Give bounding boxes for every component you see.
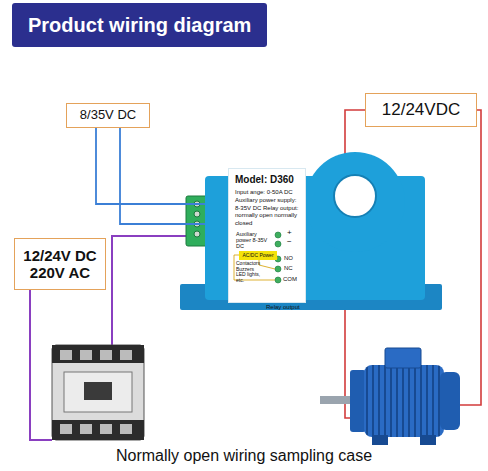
terminal-label: COM [283,276,297,283]
node-text: Model: D360 [235,174,303,185]
illustration-part [52,345,144,440]
illustration-part [259,260,275,269]
illustration-part [385,348,421,368]
terminal-dot [275,266,281,272]
illustration-part [52,420,144,440]
caption: Normally open wiring sampling case [0,447,488,465]
terminal-dot [275,232,281,238]
illustration-part [305,152,405,252]
illustration-part [364,365,444,437]
illustration-part [320,396,350,404]
illustration-part [80,424,92,434]
illustration-part [100,350,112,360]
node-text: 12/24VDC [382,100,460,120]
illustration-part [100,424,112,434]
terminal-label: NC [284,265,293,272]
supply-wire [30,290,52,440]
terminal-label: Relay output [266,304,300,311]
illustration-part [120,424,132,434]
illustration-part [64,372,132,412]
node-text: AC/DC Power [242,253,273,258]
illustration-part [60,424,72,434]
terminal-label: Auxiliary power 8-35V DC [236,231,272,249]
illustration-part [372,435,388,445]
terminal-screws [194,201,200,237]
illustration-part [52,345,144,363]
terminal-label: Contactors Buzzers LED lights, etc. [236,261,262,283]
illustration-part [420,435,436,445]
illustration-part [120,350,132,360]
illustration-part [60,350,72,360]
label-box: 12/24VDC [365,93,477,127]
motor [320,348,460,445]
label-box: 8/35V DC [66,103,150,128]
node-text: 12/24V DC 220V AC [19,247,101,282]
terminal-dot [275,277,281,283]
illustration-part [350,370,366,432]
illustration-part [440,372,460,430]
contactor [52,345,144,440]
node-text: 8/35V DC [80,108,136,123]
terminal-label: + [287,229,292,238]
illustration-part [80,350,92,360]
terminal-label: − [287,238,292,247]
title-text: Product wiring diagram [28,14,251,37]
label-box: 12/24V DC 220V AC [14,238,106,290]
power-box: AC/DC Power [239,251,277,260]
terminal-label: NO [284,255,293,262]
supply-wire [112,236,188,350]
node-text: Input ange: 0-50A DC Auxiliary power sup… [235,189,303,228]
illustration-part [194,211,200,217]
title-band: Product wiring diagram [12,3,267,47]
supply-wire [96,128,205,224]
motor-wire [455,110,481,405]
terminal-dot [275,241,281,247]
sensor-hole [334,175,376,217]
illustration-part [84,382,112,400]
illustration-part [194,231,200,237]
